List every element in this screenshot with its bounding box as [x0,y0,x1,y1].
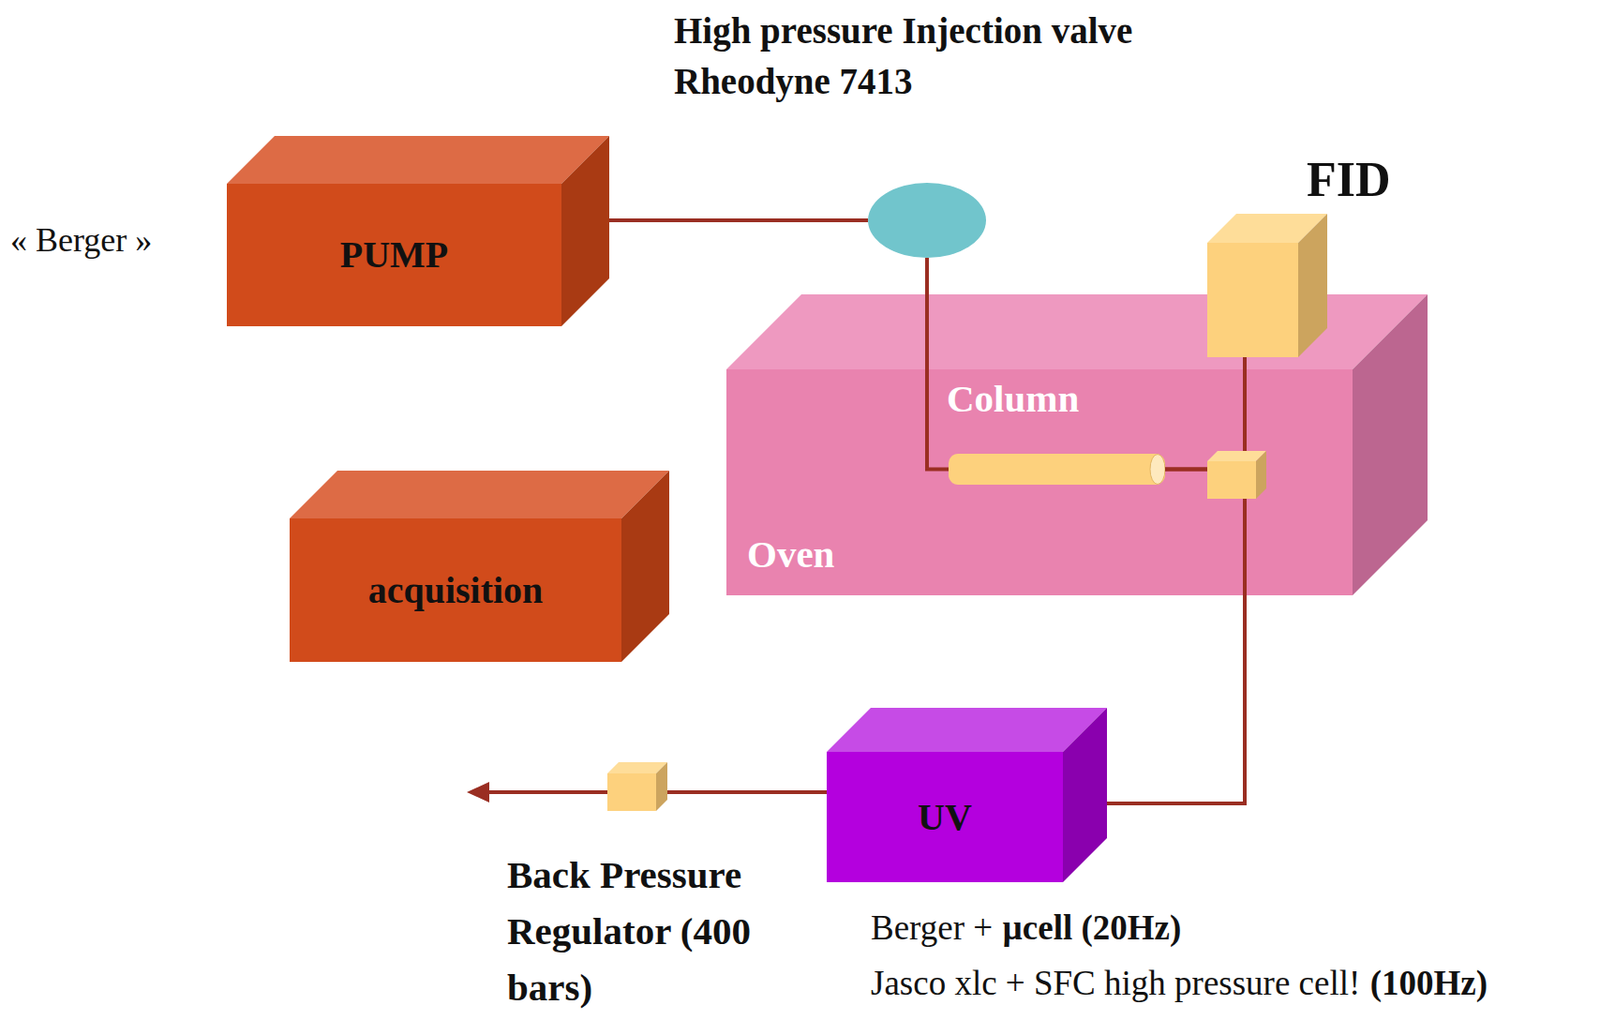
label-anchor: Column [946,376,1079,421]
column-end [1150,454,1166,485]
box-side-face [1352,294,1428,596]
box-front-face [726,369,1353,596]
box-side-face [1062,707,1107,883]
note-row: Jasco xlc + SFC high pressure cell!(100H… [870,962,1488,1003]
column-body [948,453,1166,485]
node-label: Oven [747,532,835,577]
fid-detector: FID [1207,242,1299,358]
node-label: UV [917,795,972,839]
box-front-face [1207,242,1299,358]
note-text: (100Hz) [1370,962,1488,1003]
box-shape [607,762,668,811]
box-side-face [621,470,670,662]
pipe-connector [656,792,827,793]
label-anchor: High pressure Injection valve Rheodyne 7… [673,5,1293,107]
box-shape [226,135,610,327]
label-anchor: Oven [747,532,835,577]
splitter-top [1207,450,1267,462]
splitter-front [1207,461,1257,499]
box-top-face [226,135,610,184]
note-text: Jasco xlc + SFC high pressure cell! [870,962,1361,1003]
pipe-line [656,790,827,794]
label-anchor: FID [1306,151,1391,209]
pipe-connector [927,257,949,470]
outlet-arrowhead [466,781,490,803]
valve-shape [867,182,987,258]
uv-detector: UV [826,751,1063,883]
note-row: Berger +µcell (20Hz) [870,907,1182,948]
column-cylinder: Column [948,453,1166,485]
box-front-face [826,751,1063,883]
note-text: Berger + [870,907,993,948]
injection-valve: High pressure Injection valve Rheodyne 7… [867,182,987,258]
valve-ellipse [867,182,987,258]
node-label: Back Pressure Regulator (400 bars) [507,846,822,1016]
box-side-face [561,135,610,327]
box-top-face [289,470,670,519]
acquisition-box: acquisition [289,518,622,662]
back-pressure-regulator: Back Pressure Regulator (400 bars) [607,773,657,811]
node-label: High pressure Injection valve Rheodyne 7… [673,5,1293,107]
box-front-face [226,183,562,327]
box-shape [289,470,670,662]
note-text: µcell (20Hz) [1001,907,1182,948]
box-side-face [1298,213,1328,358]
label-anchor: Back Pressure Regulator (400 bars) [507,846,822,1016]
box-shape [826,707,1107,883]
box-side-face [656,762,668,811]
pump-box: PUMP [226,183,562,327]
pipe-line [927,257,949,470]
box-shape [1207,213,1328,358]
column-shape [948,453,1166,485]
box-front-face [289,518,622,662]
box-top-face [826,707,1107,752]
node-label: PUMP [340,233,449,277]
note-text: « Berger » [10,221,152,260]
box-front-face [607,773,657,811]
splitter-side [1256,450,1267,499]
node-label: acquisition [368,568,544,613]
node-label: Column [946,376,1079,421]
outlet-line [483,790,610,794]
note-row: « Berger » [10,221,152,260]
node-label: FID [1306,151,1391,209]
